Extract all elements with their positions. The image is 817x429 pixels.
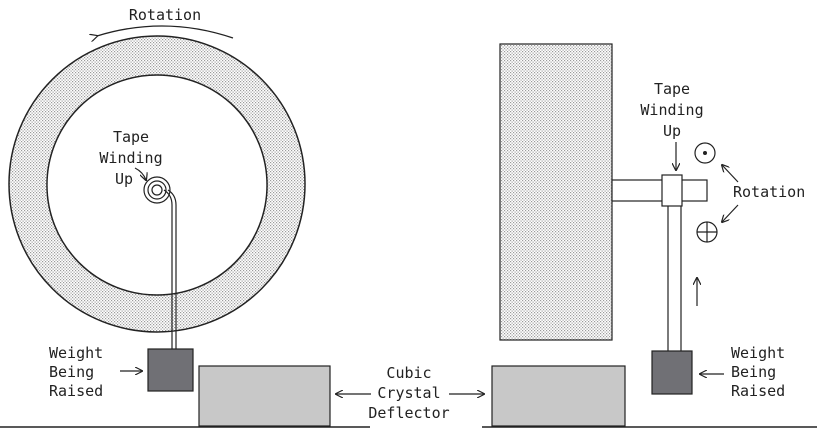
axle [611, 179, 708, 202]
tape-strip-left [163, 189, 177, 349]
deflector-label-1: Cubic [386, 364, 431, 382]
tape-label-right-3: Up [663, 122, 681, 140]
weight-label-right-3: Raised [731, 382, 785, 400]
tape-spool-left [143, 176, 171, 204]
rotation-out-of-page-icon [694, 142, 716, 164]
tape-label-left-1: Tape [113, 128, 149, 146]
tape-arrow-left [134, 167, 146, 180]
rotation-arrow-down [722, 204, 739, 222]
tape-label-left-2: Winding [99, 149, 162, 167]
weight-label-right-2: Being [731, 363, 776, 381]
rotation-label-top: Rotation [129, 6, 201, 24]
tape-label-left-3: Up [115, 170, 133, 188]
weight-label-left-2: Being [49, 363, 94, 381]
rotation-arrow-top [97, 25, 234, 38]
weight-label-left-1: Weight [49, 344, 103, 362]
tape-strip-right [667, 206, 682, 351]
deflector-block-left [198, 365, 331, 427]
tape-label-right-1: Tape [654, 80, 690, 98]
wheel-side-view [499, 43, 613, 341]
rotation-arrow-up [722, 165, 739, 183]
weight-label-right-1: Weight [731, 344, 785, 362]
weight-block-right [651, 350, 693, 395]
deflector-label-3: Deflector [368, 404, 449, 422]
wheel-front-view [8, 35, 306, 333]
tape-label-right-2: Winding [640, 101, 703, 119]
deflector-label-2: Crystal [377, 384, 440, 402]
rotation-into-page-icon [696, 221, 718, 243]
deflector-block-right [491, 365, 626, 427]
weight-block-left [147, 348, 194, 392]
tape-spool-right [661, 174, 683, 207]
weight-label-left-3: Raised [49, 382, 103, 400]
rotation-label-right: Rotation [733, 183, 805, 201]
